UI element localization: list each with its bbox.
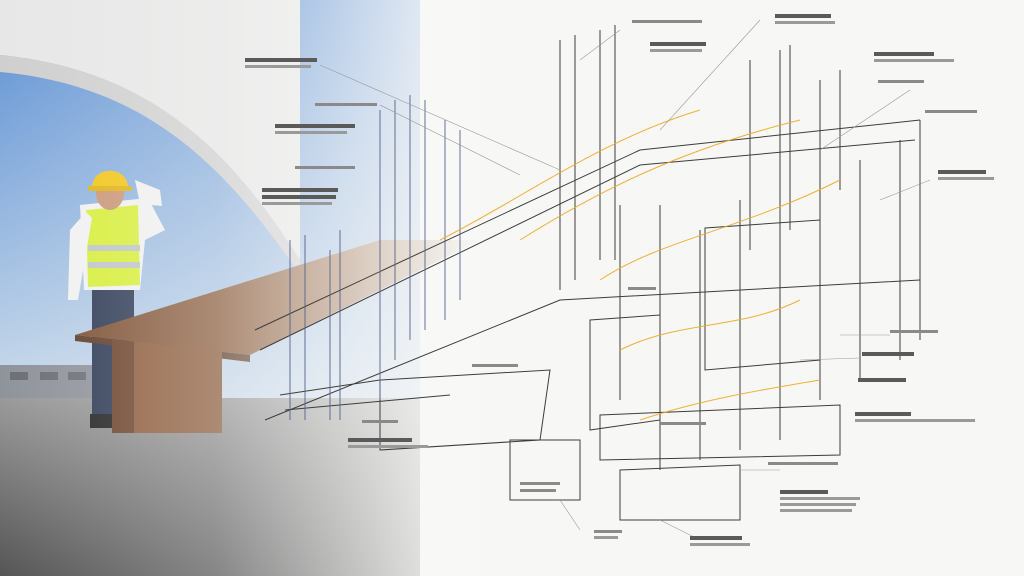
callout-label-block [890, 330, 938, 333]
callout-label-block [650, 42, 706, 52]
callout-label-block [690, 536, 750, 546]
callout-label-block [245, 58, 317, 68]
callout-label-block [275, 124, 355, 134]
callout-label-block [295, 166, 355, 169]
callout-label-block [628, 287, 656, 290]
callout-label-block [315, 103, 377, 106]
callout-label-block [878, 80, 924, 83]
callout-label-block [775, 14, 835, 24]
callout-label-block [632, 20, 702, 23]
callout-label-block [874, 52, 954, 62]
callout-label-block [472, 364, 518, 367]
fade-overlay [0, 0, 480, 576]
callout-label-block [594, 530, 622, 539]
callout-label-block [520, 482, 560, 492]
callout-label-block [780, 490, 860, 512]
callout-label-block [262, 188, 338, 205]
callout-label-block [862, 352, 914, 356]
callout-label-block [858, 378, 906, 382]
callout-label-block [660, 422, 706, 425]
callout-label-block [768, 462, 838, 465]
callout-label-block [348, 438, 428, 448]
callout-label-block [362, 420, 398, 423]
callout-label-block [855, 412, 975, 422]
callout-label-block [938, 170, 994, 180]
callout-label-block [925, 110, 977, 113]
